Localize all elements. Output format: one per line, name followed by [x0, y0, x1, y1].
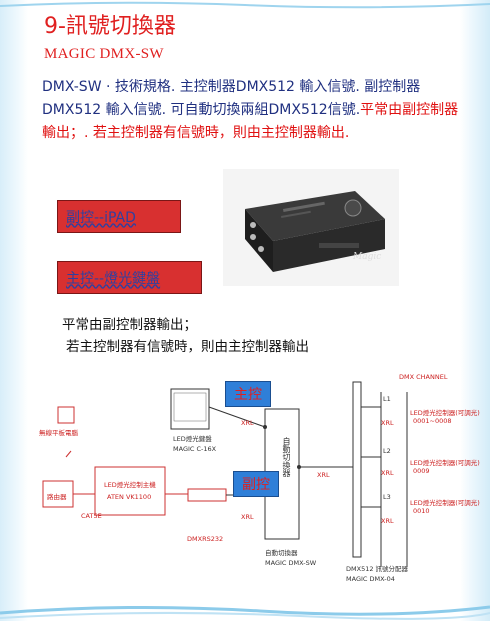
xrl-label-3: XRL [317, 471, 330, 479]
magic-sw-label: MAGIC DMX-SW [265, 559, 317, 567]
left-border-decoration [0, 0, 28, 621]
sub-label-box: 副控 [233, 471, 279, 497]
spec-text: DMX-SW · 技術規格. 主控制器DMX512 輸入信號. 副控制器DMX5… [42, 79, 421, 118]
channel-range-1: 0001~0008 [413, 417, 452, 425]
spec-paragraph: DMX-SW · 技術規格. 主控制器DMX512 輸入信號. 副控制器DMX5… [42, 76, 472, 145]
switch-text: 自動切換器 [282, 437, 291, 477]
auto-switch-label: 自動切換器 [265, 549, 298, 557]
note-line-2: 若主控制器有信號時，則由主控制器輸出 [66, 339, 309, 355]
dmx-switch-device-icon: Magic [245, 191, 385, 272]
channel-l1: L1 [383, 395, 391, 403]
sub-label: 副控 [242, 477, 270, 493]
spec-highlight: 平常由副控制器輸出；. 若主控制器有信號時，則由主控制器輸出. [42, 102, 459, 141]
led-controller-label: LED燈光控制主機 [104, 481, 156, 489]
xrl-label-6: XRL [381, 517, 394, 525]
bottom-wave-decoration [0, 605, 490, 620]
channel-range-2: 0009 [413, 467, 430, 475]
wifi-tablet-label: 無線平板電腦 [39, 429, 78, 437]
wiring-diagram: 主控 副控 自動切換器 DMX CHANNEL 無線平板電腦 路由器 CAT5E… [31, 367, 480, 597]
channel-l3: L3 [383, 493, 391, 501]
top-wave-decoration [0, 1, 490, 9]
right-border-decoration [460, 0, 490, 621]
led-fixture-label-2: LED燈光控制器(可調光) [410, 459, 480, 467]
main-controller-label: 主控--燈光鍵盤 [66, 270, 161, 287]
cat5e-label: CAT5E [81, 512, 102, 520]
main-controller-button[interactable]: 主控--燈光鍵盤 [57, 261, 202, 294]
led-fixture-label-3: LED燈光控制器(可調光) [410, 499, 480, 507]
xrl-label-2: XRL [241, 513, 254, 521]
note-line-1: 平常由副控制器輸出； [62, 317, 197, 333]
device-photo: Magic [223, 169, 399, 286]
channel-range-3: 0010 [413, 507, 430, 515]
led-fixture-label-1: LED燈光控制器(可調光) [410, 409, 480, 417]
router-label: 路由器 [47, 493, 67, 501]
magic-dmx04-label: MAGIC DMX-04 [346, 575, 395, 583]
magic-c16x-label: MAGIC C-16X [173, 445, 217, 453]
xrl-label-5: XRL [381, 469, 394, 477]
rs232-label: DMXRS232 [187, 535, 224, 543]
channel-l2: L2 [383, 447, 391, 455]
page-subtitle: MAGIC DMX-SW [44, 46, 164, 62]
dmx512-splitter-label: DMX512 訊號分配器 [346, 565, 409, 573]
aten-label: ATEN VK1100 [107, 493, 152, 501]
main-label: 主控 [234, 387, 262, 403]
page-title: 9-訊號切換器 [44, 14, 176, 39]
sub-controller-label: 副控--iPAD [66, 209, 136, 226]
main-label-box: 主控 [225, 381, 271, 407]
device-brand: Magic [352, 252, 381, 262]
led-keyboard-label: LED燈光鍵盤 [173, 435, 212, 443]
sub-controller-button[interactable]: 副控--iPAD [57, 200, 181, 233]
xrl-label-4: XRL [381, 419, 394, 427]
dmx-channel-label: DMX CHANNEL [399, 373, 448, 381]
xrl-label-1: XRL [241, 419, 254, 427]
